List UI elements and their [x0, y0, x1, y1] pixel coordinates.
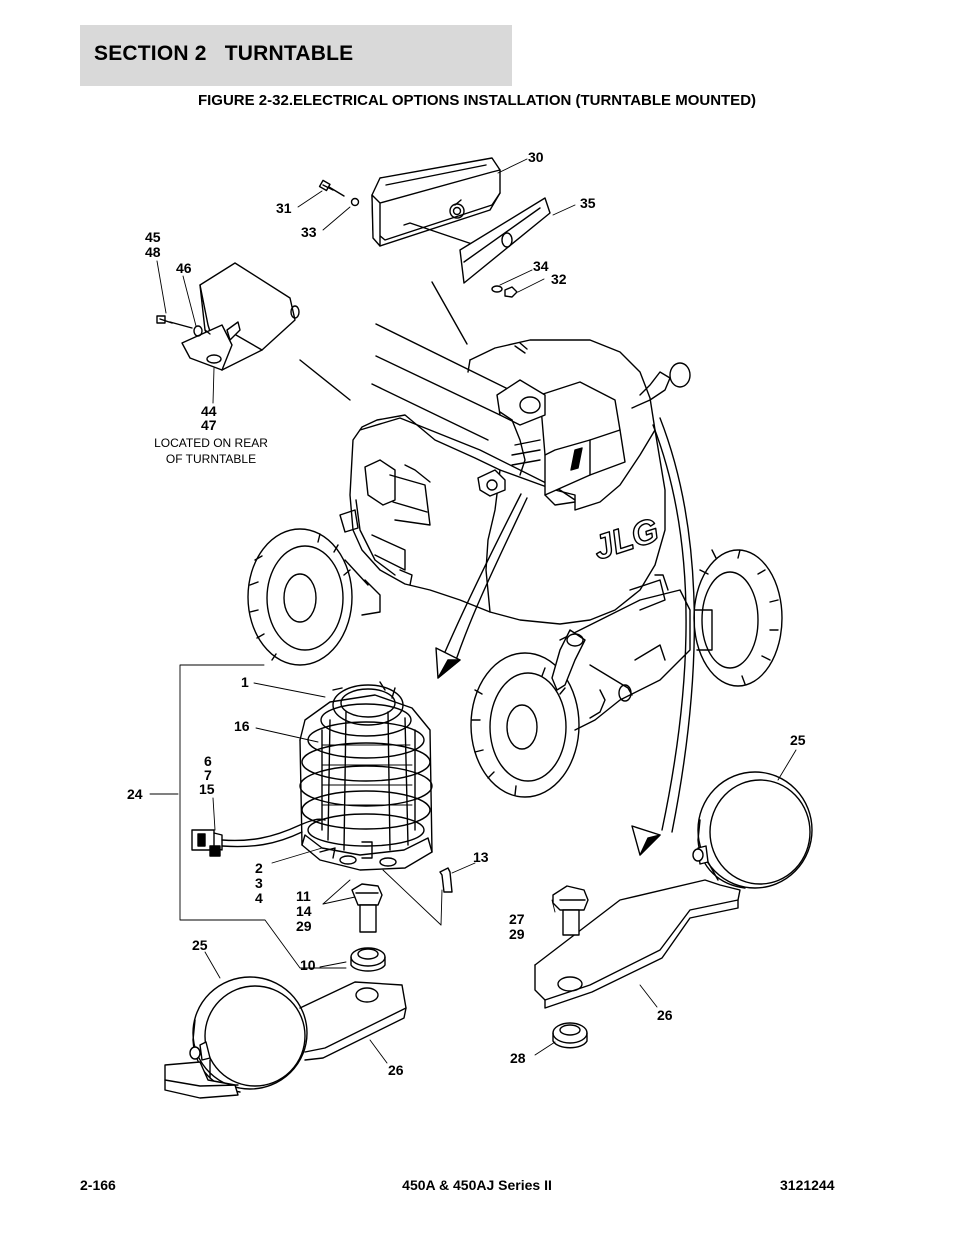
document-number: 3121244: [780, 1177, 835, 1193]
callout-15: 15: [199, 781, 215, 797]
beacon-bracket-right: [534, 771, 813, 1009]
section-title: SECTION 2 TURNTABLE: [94, 42, 354, 65]
leader-lines: [149, 158, 797, 1064]
wheel-left-rear: [247, 528, 353, 666]
callout-3: 3: [255, 875, 263, 891]
install-arrow-right: [631, 417, 696, 856]
callout-46: 46: [176, 260, 192, 276]
callout-47: 47: [201, 417, 217, 433]
callout-29-right: 29: [509, 926, 525, 942]
callout-4: 4: [255, 890, 263, 906]
turntable-body: [299, 281, 691, 625]
callout-1: 1: [241, 674, 249, 690]
note-rear-line-2: OF TURNTABLE: [166, 452, 256, 466]
light-box-assembly: [318, 157, 551, 298]
callout-35: 35: [580, 195, 596, 211]
install-arrow-left: [435, 493, 528, 679]
callout-33: 33: [301, 224, 317, 240]
callout-13: 13: [473, 849, 489, 865]
callout-28: 28: [510, 1050, 526, 1066]
callout-29-left: 29: [296, 918, 312, 934]
wire-connector: [191, 818, 326, 857]
note-rear-line-1: LOCATED ON REAR: [154, 436, 268, 450]
beacon-light-assembly: [299, 681, 433, 871]
callout-48: 48: [145, 244, 161, 260]
callout-7: 7: [204, 767, 212, 783]
callout-24: 24: [127, 786, 143, 802]
callout-27: 27: [509, 911, 525, 927]
beacon-mount-hardware: [350, 867, 453, 972]
callout-32: 32: [551, 271, 567, 287]
callout-44: 44: [201, 403, 217, 419]
callout-14: 14: [296, 903, 312, 919]
bracket-mount-hardware: [552, 885, 589, 1049]
chassis: [339, 509, 691, 731]
wheel-right-rear: [693, 549, 783, 687]
callout-34: 34: [533, 258, 549, 274]
callout-16: 16: [234, 718, 250, 734]
callout-11: 11: [296, 888, 311, 904]
rear-light-assembly: [156, 262, 300, 371]
figure-title: FIGURE 2-32.ELECTRICAL OPTIONS INSTALLAT…: [197, 92, 757, 109]
callout-26-right: 26: [657, 1007, 673, 1023]
beacon-bracket-left: [164, 976, 407, 1099]
callout-labels: 30 35 31 33 34 32 45 48 46 44 47 LOCATED…: [127, 149, 806, 1078]
callout-2: 2: [255, 860, 263, 876]
model-name: 450A & 450AJ Series II: [402, 1177, 552, 1193]
callout-6: 6: [204, 753, 212, 769]
callout-10: 10: [300, 957, 316, 973]
callout-25-left: 25: [192, 937, 208, 953]
callout-25-right: 25: [790, 732, 806, 748]
callout-31: 31: [276, 200, 292, 216]
section-header: SECTION 2 TURNTABLE: [80, 25, 512, 86]
page-number: 2-166: [80, 1177, 116, 1193]
callout-30: 30: [528, 149, 544, 165]
callout-45: 45: [145, 229, 161, 245]
callout-26-left: 26: [388, 1062, 404, 1078]
wheel-left-front: [470, 652, 580, 798]
